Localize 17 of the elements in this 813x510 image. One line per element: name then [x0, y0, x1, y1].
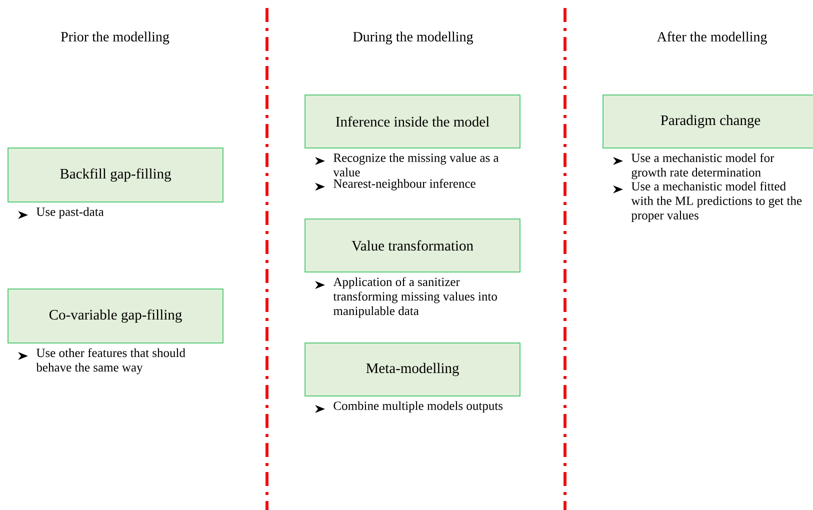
bullet-item: Recognize the missing value as a value — [315, 153, 499, 176]
method-box: Inference inside the model — [304, 94, 520, 148]
bullet-item: Combine multiple models outputs — [315, 401, 503, 413]
bullet-item: Use other features that should behave the same way — [18, 348, 186, 374]
column-heading: Prior the modelling — [60, 32, 170, 44]
bullet-item: Use past-data — [18, 207, 104, 219]
column-heading: During the modelling — [353, 32, 474, 44]
method-box: Co-variable gap-filling — [8, 288, 224, 344]
method-box: Paradigm change — [602, 94, 813, 148]
bullet-item: Application of a sanitizer transforming missing values into manipulable data — [315, 277, 497, 318]
bullet-item: Nearest-neighbour inference — [315, 178, 476, 191]
method-box: Meta-modelling — [304, 342, 520, 396]
bullet-item: Use a mechanistic model fitted with the ML predictions to get the proper values — [613, 182, 802, 222]
bullet-item: Use a mechanistic model for growth rate determination — [613, 153, 774, 180]
method-box: Backfill gap-filling — [8, 148, 224, 202]
column-heading: After the modelling — [656, 32, 767, 44]
method-box: Value transformation — [304, 218, 520, 272]
